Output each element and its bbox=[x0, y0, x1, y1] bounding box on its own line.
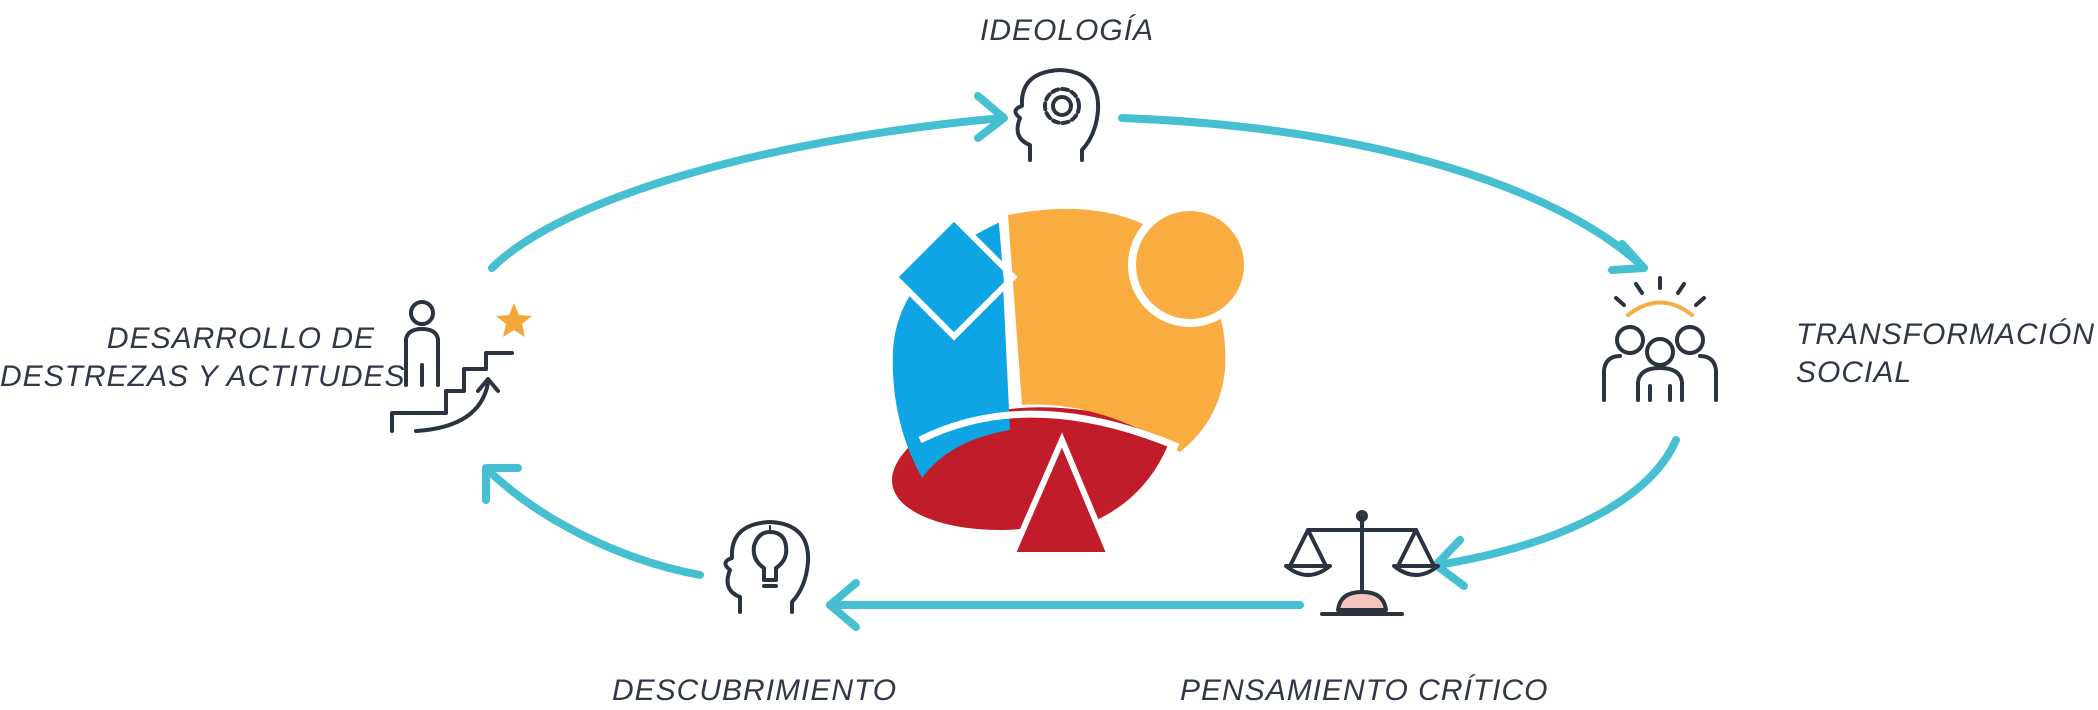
logo-blue-diamond bbox=[890, 213, 1018, 341]
head-lightbulb-icon bbox=[723, 520, 811, 614]
arrow-transformacion-to-pensamiento bbox=[1432, 436, 1680, 590]
arrow-ideologia-to-transformacion bbox=[1118, 114, 1648, 274]
balance-scale-icon bbox=[1284, 510, 1440, 616]
label-desarrollo: DESARROLLO DE DESTREZAS Y ACTITUDES bbox=[0, 322, 406, 393]
logo-red-triangle bbox=[1007, 432, 1115, 558]
star-icon bbox=[496, 303, 532, 337]
label-descubrimiento: DESCUBRIMIENTO bbox=[612, 674, 898, 707]
arrow-desarrollo-to-ideologia bbox=[488, 92, 1008, 272]
head-gear-icon bbox=[1013, 68, 1101, 162]
center-logo bbox=[890, 203, 1252, 558]
arrow-descubrimiento-to-desarrollo bbox=[482, 464, 704, 579]
label-ideologia: IDEOLOGÍA bbox=[980, 14, 1155, 47]
stairs-star-icon bbox=[390, 300, 514, 433]
people-group-icon bbox=[1602, 276, 1718, 402]
label-transformacion-social: TRANSFORMACIÓN SOCIAL bbox=[1796, 318, 2095, 389]
label-pensamiento-critico: PENSAMIENTO CRÍTICO bbox=[1180, 674, 1549, 707]
arrow-pensamiento-to-descubrimiento bbox=[826, 579, 1304, 631]
logo-orange-circle bbox=[1128, 203, 1252, 327]
